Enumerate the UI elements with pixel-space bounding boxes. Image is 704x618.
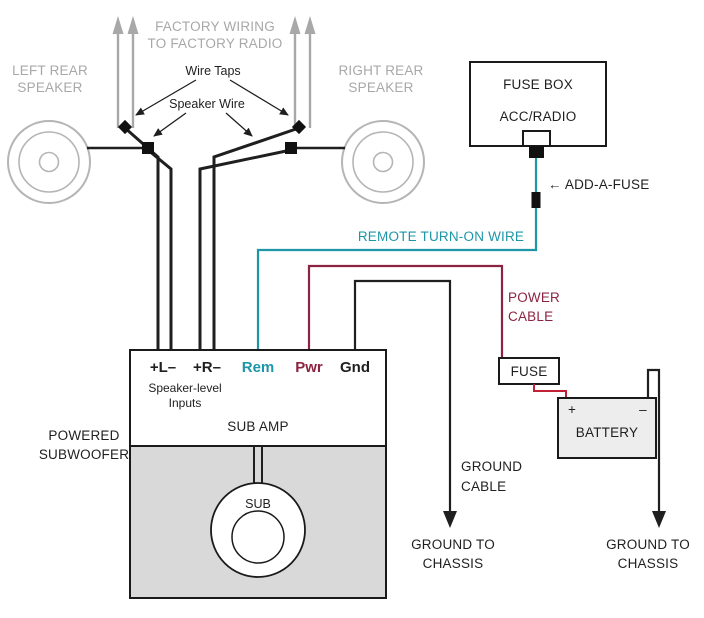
terminal-left-input: +L–: [150, 359, 176, 376]
fuse-box-title: FUSE BOX: [503, 77, 573, 92]
speaker-wire: [198, 148, 292, 350]
speaker-wire-label: Speaker Wire: [169, 97, 245, 111]
battery-outline: [557, 397, 657, 459]
power-cable-label-line2: CABLE: [508, 309, 553, 324]
sub-amp: +L– +R– Rem Pwr Gnd Speaker-level Inputs…: [129, 349, 387, 447]
wire-taps-arrow: [135, 79, 197, 116]
battery-plus-terminal: +: [568, 402, 576, 417]
speaker-level-wires: [87, 126, 345, 350]
powered-subwoofer-label-line2: SUBWOOFER: [39, 447, 129, 462]
up-arrow-icon: [127, 16, 139, 34]
factory-wiring-label-line2: TO FACTORY RADIO: [148, 36, 283, 51]
right-rear-speaker: [341, 120, 425, 204]
terminal-right-input: +R–: [193, 359, 221, 376]
speaker-level-inputs-line2: Inputs: [169, 396, 202, 410]
wire-taps-arrow: [229, 79, 289, 116]
up-arrow-icon: [112, 16, 124, 34]
speaker-wire: [212, 126, 300, 350]
wire-tap: [291, 119, 307, 135]
ground-cable-label-line1: GROUND: [461, 459, 522, 474]
speaker-wire-arrow: [225, 112, 253, 137]
down-arrow-icon: [443, 511, 457, 528]
fuse-box-circuit: ACC/RADIO: [500, 109, 577, 124]
inline-fuse: FUSE: [498, 357, 560, 385]
powered-subwoofer: SUB: [129, 445, 387, 599]
ground-chassis-right-line1: GROUND TO: [606, 537, 690, 552]
right-speaker-label-line2: SPEAKER: [348, 80, 413, 95]
ground-cable-wire: [353, 279, 452, 513]
fuse-to-battery-wire: [533, 384, 567, 398]
remote-turn-on-label: REMOTE TURN-ON WIRE: [358, 229, 524, 244]
ground-cable-label-line2: CABLE: [461, 479, 506, 494]
terminal-remote: Rem: [242, 359, 275, 376]
battery-label: BATTERY: [576, 425, 638, 440]
up-arrow-icon: [304, 16, 316, 34]
left-speaker-label-line1: LEFT REAR: [12, 63, 88, 78]
left-rear-speaker: [7, 120, 91, 204]
speaker-dustcap: [38, 151, 60, 173]
up-arrow-icon: [289, 16, 301, 34]
factory-wiring-arrows: [112, 16, 316, 128]
power-cable-wire: [307, 264, 504, 358]
sub-cone-inner: [231, 510, 285, 564]
fuse-socket: [522, 130, 551, 147]
speaker-wire-connector: [285, 142, 297, 154]
sub-label: SUB: [245, 497, 271, 511]
speaker-dustcap: [372, 151, 394, 173]
add-a-fuse-holder: [531, 192, 541, 208]
speaker-wire-connector: [142, 142, 154, 154]
sub-amp-label: SUB AMP: [227, 419, 288, 434]
speaker-wire: [124, 126, 160, 350]
inline-fuse-outline: [498, 357, 560, 385]
left-speaker-label-line2: SPEAKER: [17, 80, 82, 95]
wire-taps-label: Wire Taps: [185, 64, 240, 78]
speaker-wire: [147, 148, 173, 350]
power-cable-label-line1: POWER: [508, 290, 560, 305]
battery: + – BATTERY: [557, 397, 657, 459]
fuse-plug: [529, 146, 544, 158]
speaker-level-inputs-line1: Speaker-level: [148, 381, 221, 395]
down-arrow-icon: [652, 511, 666, 528]
speaker-wire-arrow: [153, 112, 187, 137]
powered-subwoofer-label-line1: POWERED: [48, 428, 119, 443]
right-speaker-label-line1: RIGHT REAR: [338, 63, 423, 78]
ground-chassis-left-line2: CHASSIS: [423, 556, 484, 571]
fuse-box: FUSE BOX ACC/RADIO: [469, 61, 607, 158]
sub-amp-outline: [129, 349, 387, 447]
factory-wiring-label-line1: FACTORY WIRING: [155, 19, 275, 34]
battery-minus-terminal: –: [639, 402, 647, 417]
ground-chassis-left-line1: GROUND TO: [411, 537, 495, 552]
terminal-power: Pwr: [295, 359, 323, 376]
battery-ground-wire: [646, 368, 661, 513]
inline-fuse-label: FUSE: [511, 364, 548, 379]
terminal-ground: Gnd: [340, 359, 370, 376]
ground-chassis-right-line2: CHASSIS: [618, 556, 679, 571]
add-a-fuse-label: ← ADD-A-FUSE: [548, 177, 649, 192]
